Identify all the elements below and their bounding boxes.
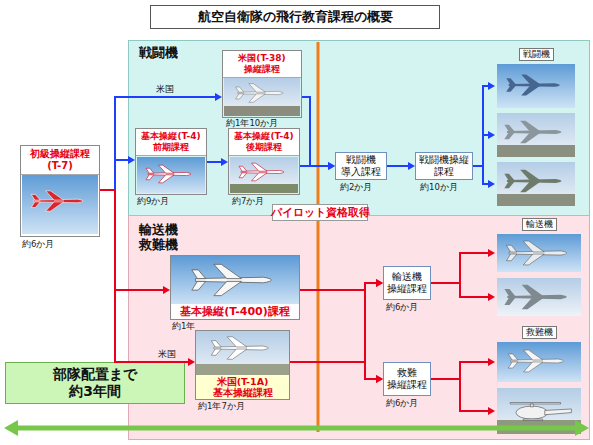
node-text: 救難機: [522, 326, 557, 339]
node-text: 部隊配置まで 約3年間: [40, 366, 150, 400]
photo-sky: [230, 157, 298, 193]
photo-sky: [137, 157, 205, 193]
node-text: 戦闘機: [519, 48, 554, 61]
period-box: 部隊配置まで 約3年間: [5, 362, 185, 404]
photo-ground: [230, 184, 298, 193]
plane-icon: [506, 74, 560, 95]
connector-line: [100, 160, 129, 190]
duration-label: 約6か月: [386, 398, 418, 408]
course-box: 基本操縦(T-4) 前期課程: [135, 128, 207, 195]
plane-icon: [239, 163, 284, 181]
arrow-head: [4, 420, 18, 436]
photo-sky: [497, 162, 575, 206]
aircraft-group: 救難機: [495, 326, 583, 438]
process-box: 戦闘機 導入課程: [335, 152, 387, 180]
photo-ground: [224, 106, 300, 116]
course-box: 基本操縦(T-400)課程: [170, 255, 300, 320]
node-text: 初級操縦課程 (T-7): [21, 146, 99, 175]
photo-ground: [497, 194, 575, 206]
photo-sky: [171, 256, 299, 305]
helicopter-icon: [510, 403, 571, 421]
aircraft-group: 戦闘機: [495, 48, 577, 208]
course-box: 基本操縦(T-4) 後期課程: [228, 128, 300, 195]
t7-photo: [22, 174, 98, 234]
course-box: 米国(T-38) 操縦課程: [222, 50, 302, 118]
node-text: 戦闘機 導入課程: [336, 154, 386, 178]
node-text: 基本操縦(T-4) 前期課程: [136, 129, 206, 156]
node-text: 救難 操縦課程: [384, 367, 430, 391]
duration-label: 約6か月: [386, 302, 418, 312]
duration-label: 約9か月: [137, 196, 169, 206]
duration-label: 約1年: [172, 321, 195, 331]
t400-photo: [171, 256, 299, 305]
title-box: 航空自衛隊の飛行教育課程の概要: [150, 5, 440, 29]
plane-icon: [236, 84, 284, 103]
plane-icon: [506, 241, 567, 265]
node-text: パイロット資格取得: [271, 206, 370, 219]
duration-label: 約2か月: [340, 182, 372, 192]
plane-icon: [146, 165, 191, 183]
t4-early-photo: [137, 157, 205, 193]
aircraft-group: 輸送機: [495, 218, 583, 318]
edge-label: 米国: [158, 349, 176, 360]
node-text: 輸送機 救難機: [129, 216, 173, 252]
photo-sky: [497, 278, 581, 316]
node-text: 輸送機 操縦課程: [384, 271, 430, 295]
photo-sky: [497, 342, 581, 382]
t38-photo: [224, 78, 300, 116]
rescue-photos: [497, 342, 581, 434]
edge-label: 米国: [156, 84, 174, 95]
photo-sky: [224, 78, 300, 116]
qualification-box: パイロット資格取得: [272, 204, 368, 221]
duration-label: 約7か月: [232, 196, 264, 206]
photo-sky: [497, 113, 575, 157]
node-text: 米国(T-1A) 基本操縦課程: [196, 375, 289, 399]
photo-sky: [196, 331, 289, 376]
duration-label: 約1年10か月: [226, 118, 278, 128]
plane-icon: [31, 191, 83, 211]
photo-sky: [497, 64, 575, 108]
process-box: 輸送機 操縦課程: [383, 266, 431, 300]
node-text: 戦闘機操縦課程: [416, 154, 472, 178]
duration-label: 約6か月: [22, 239, 54, 249]
node-text: 基本操縦(T-400)課程: [171, 304, 299, 319]
node-text: 基本操縦(T-4) 後期課程: [229, 129, 299, 156]
photo-ground: [497, 145, 575, 157]
plane-icon: [504, 170, 561, 192]
process-box: 救難 操縦課程: [383, 362, 431, 396]
photo-sky: [497, 234, 581, 272]
course-box: 米国(T-1A) 基本操縦課程: [195, 330, 290, 400]
photo-sky: [22, 174, 98, 234]
t4-late-photo: [230, 157, 298, 193]
fighter-photos: [497, 64, 575, 206]
arrow-shaft: [16, 426, 577, 431]
t1a-photo: [196, 331, 289, 376]
process-box: 戦闘機操縦課程: [415, 152, 473, 180]
course-box: 初級操縦課程 (T-7): [20, 145, 100, 237]
duration-label: 約1年7か月: [198, 401, 245, 411]
plane-icon: [508, 350, 563, 372]
plane-icon: [504, 285, 566, 309]
node-text: 米国(T-38) 操縦課程: [223, 51, 301, 78]
qualification-line: [317, 42, 320, 432]
plane-icon: [192, 264, 272, 295]
plane-icon: [504, 121, 561, 143]
node-text: 輸送機: [522, 218, 557, 231]
plane-icon: [211, 337, 268, 359]
duration-label: 約10か月: [420, 182, 458, 192]
region-band: 輸送機 救難機基本操縦(T-400)課程米国(T-1A) 基本操縦課程輸送機 操…: [128, 215, 590, 440]
